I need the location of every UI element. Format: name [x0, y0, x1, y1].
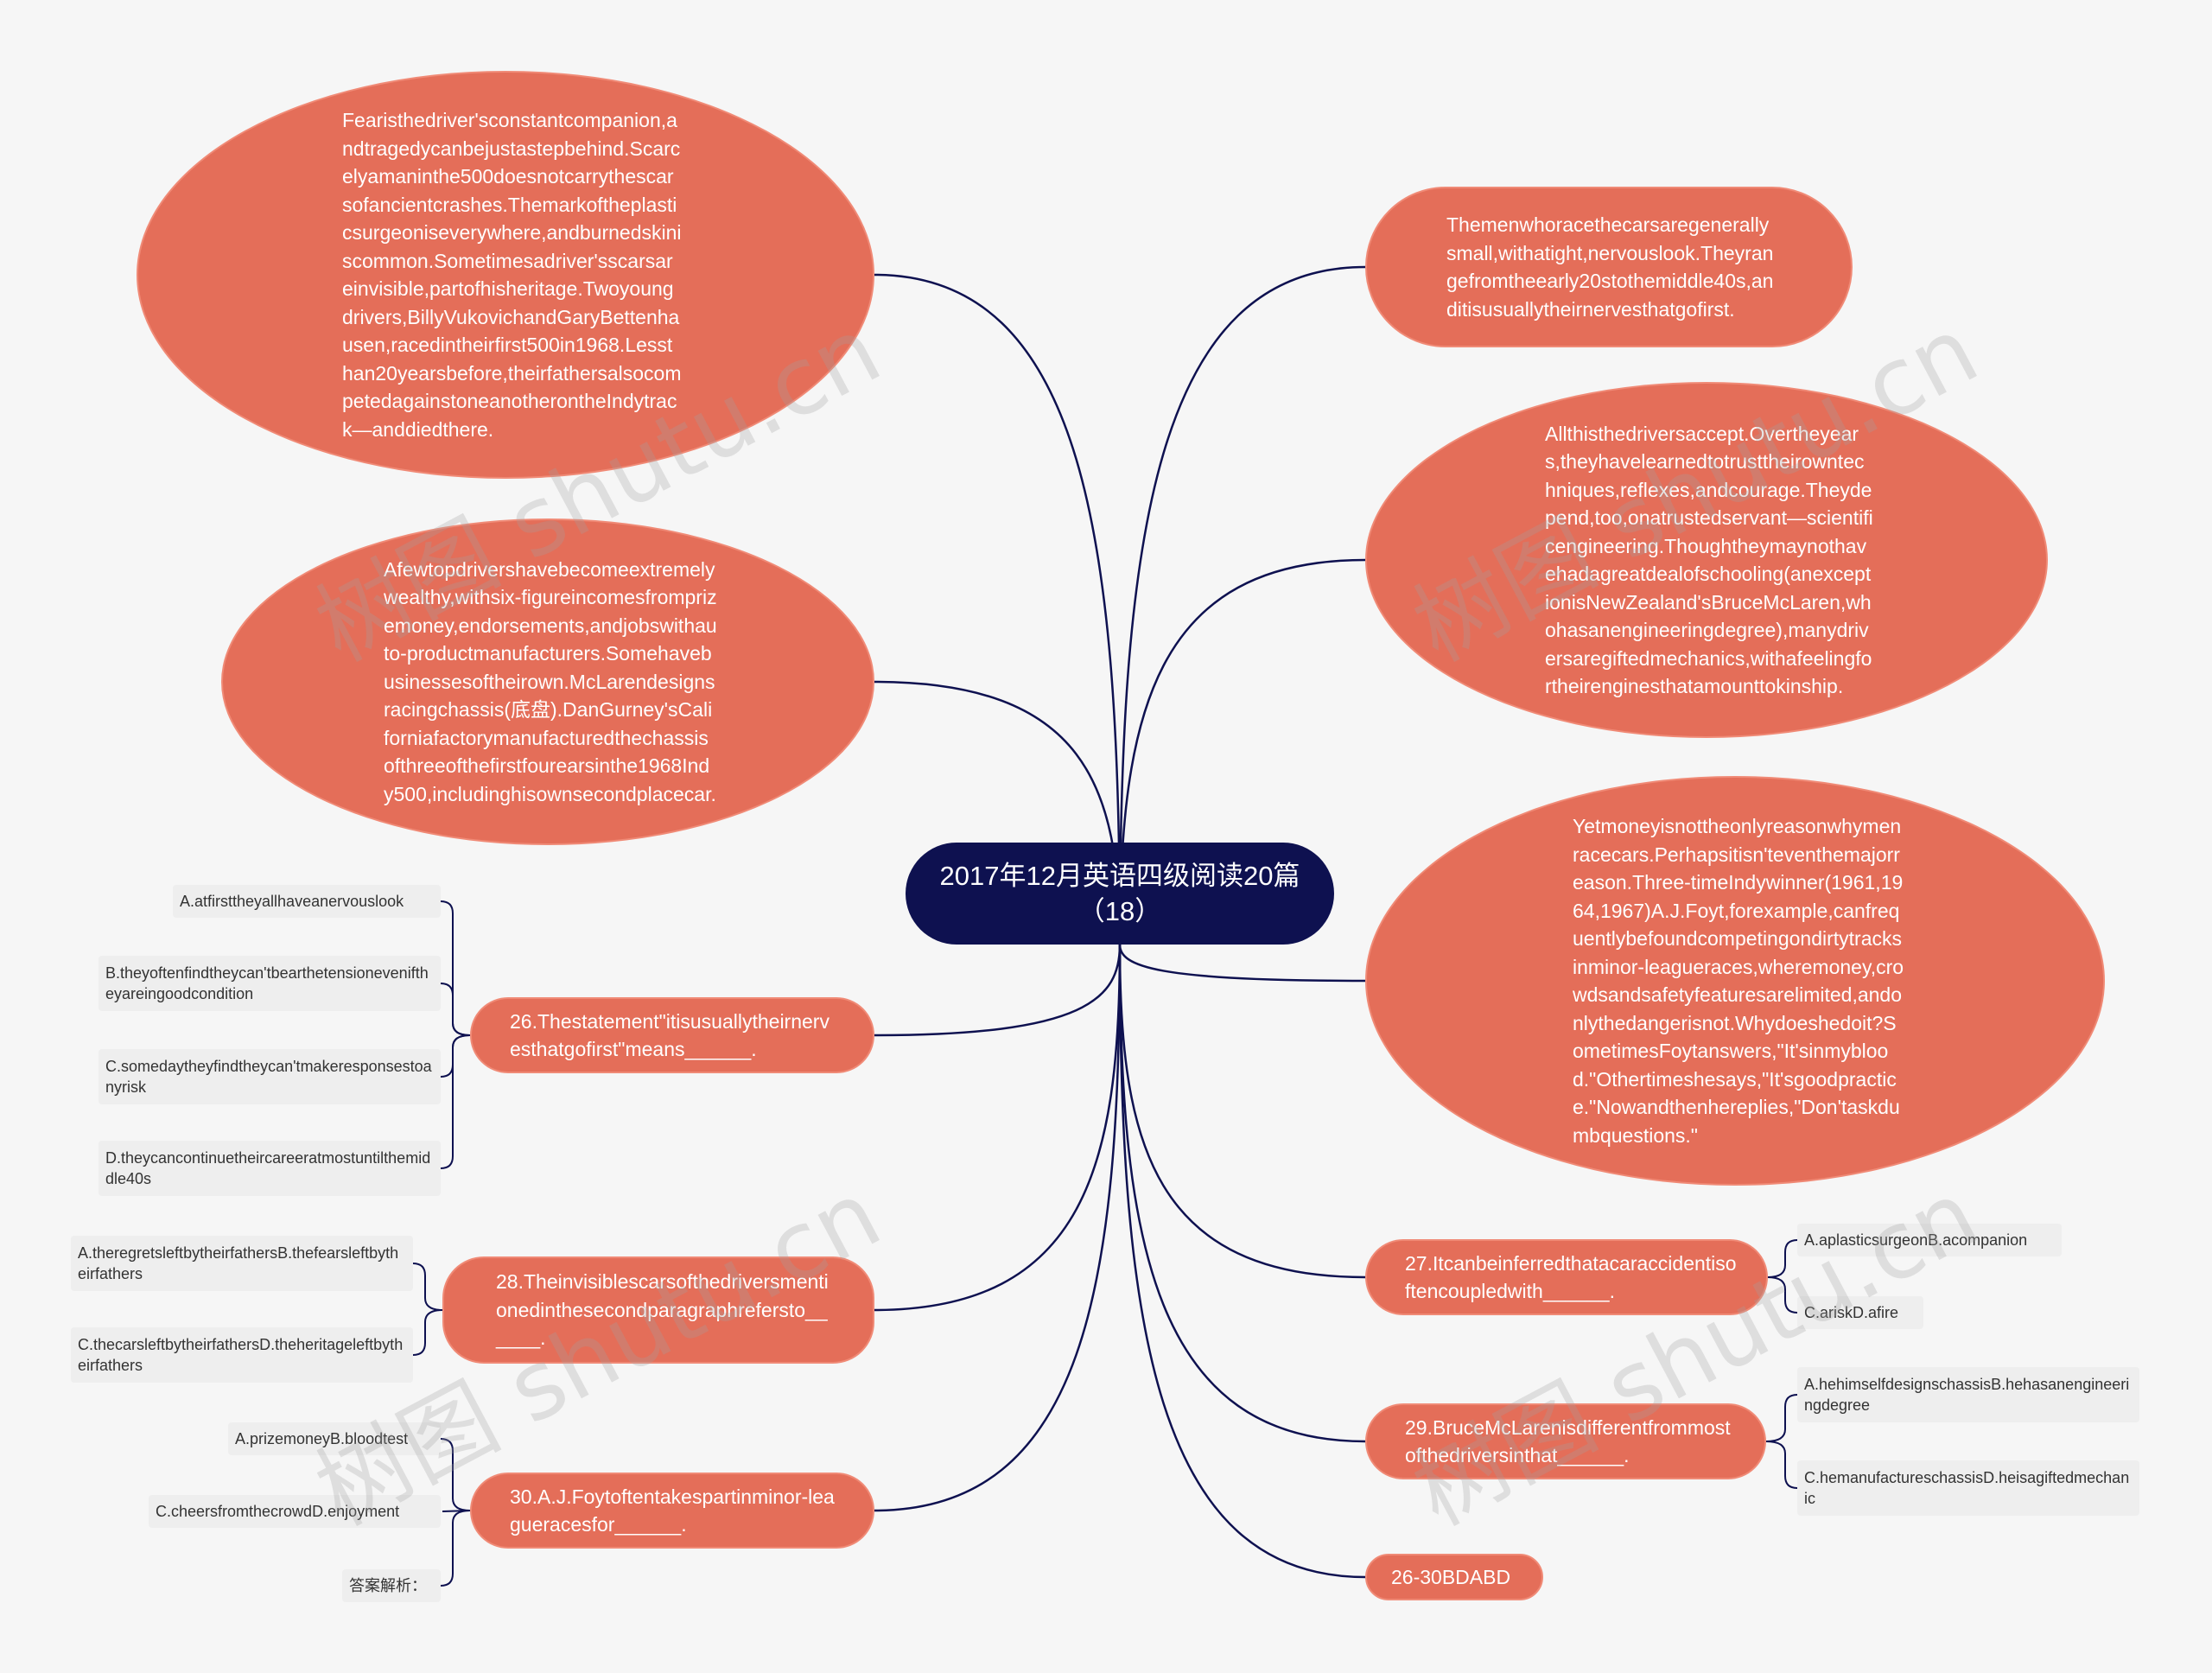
q30-answer-analysis[interactable]: 答案解析： [342, 1569, 441, 1602]
passage-wealthy-text: Afewtopdrivershavebecomeextremelywealthy… [384, 557, 717, 805]
q27-option-ab[interactable]: A.aplasticsurgeonB.acompanion [1797, 1224, 2062, 1256]
link-question-26 [874, 944, 1122, 1037]
question-29-node[interactable]: 29.BruceMcLarenisdifferentfrommostofthed… [1365, 1403, 1766, 1479]
passage-money-text: Yetmoneyisnottheonlyreasonwhymenracecars… [1573, 815, 1904, 1147]
bracket-q26-3 [440, 1034, 471, 1169]
link-question-30 [874, 944, 1122, 1512]
question-26-text: 26.Thestatement"itisusuallytheirnervesth… [510, 1009, 830, 1061]
passage-wealthy-node[interactable]: Afewtopdrivershavebecomeextremelywealthy… [221, 518, 874, 845]
passage-money-node[interactable]: Yetmoneyisnottheonlyreasonwhymenracecars… [1365, 776, 2105, 1186]
q29-option-ab-text: A.hehimselfdesignschassisB.hehasanengine… [1804, 1376, 2130, 1414]
question-30-node[interactable]: 30.A.J.Foytoftentakespartinminor-leaguer… [470, 1473, 874, 1549]
question-28-node[interactable]: 28.Theinvisiblescarsofthedriversmentione… [442, 1256, 874, 1364]
central-topic-title: 2017年12月英语四级阅读20篇（18） [939, 861, 1300, 926]
passage-small-men-node[interactable]: Themenwhoracethecarsaregenerallysmall,wi… [1365, 187, 1853, 347]
q26-option-a-text: A.atfirsttheyallhaveanervouslook [180, 893, 404, 910]
question-27-node[interactable]: 27.Itcanbeinferredthatacaraccidentisofte… [1365, 1239, 1768, 1315]
q28-option-ab[interactable]: A.theregretsleftbytheirfathersB.thefears… [71, 1236, 413, 1291]
q28-option-cd-text: C.thecarsleftbytheirfathersD.theheritage… [78, 1336, 404, 1374]
q28-option-ab-text: A.theregretsleftbytheirfathersB.thefears… [78, 1244, 399, 1282]
link-passage-money [1118, 944, 1366, 983]
q28-option-cd[interactable]: C.thecarsleftbytheirfathersD.theheritage… [71, 1327, 413, 1383]
q26-option-b[interactable]: B.theyoftenfindtheycan'tbearthetensionev… [99, 956, 441, 1011]
q30-option-ab[interactable]: A.prizemoneyB.bloodtest [228, 1422, 441, 1455]
q30-answer-analysis-text: 答案解析： [349, 1577, 427, 1594]
link-passage-fear [874, 273, 1122, 945]
link-question-27 [1118, 944, 1366, 1279]
bracket-q29-1 [1765, 1441, 1798, 1489]
bracket-q26-1 [440, 983, 471, 1036]
bracket-q30-2 [440, 1510, 471, 1587]
passage-small-men-text: Themenwhoracethecarsaregenerallysmall,wi… [1446, 213, 1774, 321]
bracket-q28-0 [412, 1263, 443, 1311]
bracket-q26-2 [440, 1034, 471, 1078]
question-30-text: 30.A.J.Foytoftentakespartinminor-leaguer… [510, 1485, 835, 1536]
link-question-28 [874, 944, 1122, 1312]
bracket-q26-0 [440, 900, 471, 1036]
bracket-q29-0 [1765, 1394, 1798, 1442]
answer-text: 26-30BDABD [1391, 1565, 1511, 1588]
q26-option-c-text: C.somedaytheyfindtheycan'tmakeresponsest… [105, 1058, 432, 1096]
passage-fear-node[interactable]: Fearisthedriver'sconstantcompanion,andtr… [137, 71, 874, 479]
bracket-q28-1 [412, 1309, 443, 1356]
q26-option-b-text: B.theyoftenfindtheycan'tbearthetensionev… [105, 964, 429, 1002]
question-29-text: 29.BruceMcLarenisdifferentfrommostofthed… [1405, 1415, 1731, 1467]
q27-option-ab-text: A.aplasticsurgeonB.acompanion [1804, 1231, 2028, 1249]
link-passage-small-men [1118, 265, 1366, 945]
q26-option-a[interactable]: A.atfirsttheyallhaveanervouslook [173, 885, 441, 918]
question-26-node[interactable]: 26.Thestatement"itisusuallytheirnervesth… [470, 997, 874, 1073]
link-answer [1118, 944, 1366, 1579]
central-topic[interactable]: 2017年12月英语四级阅读20篇（18） [906, 843, 1334, 945]
passage-accept-text: Allthisthedriversaccept.Overtheyears,the… [1545, 422, 1873, 698]
q26-option-c[interactable]: C.somedaytheyfindtheycan'tmakeresponsest… [99, 1049, 441, 1104]
question-27-text: 27.Itcanbeinferredthatacaraccidentisofte… [1405, 1251, 1737, 1303]
q30-option-cd[interactable]: C.cheersfromthecrowdD.enjoyment [149, 1495, 441, 1528]
q29-option-cd-text: C.hemanufactureschassisD.heisagiftedmech… [1804, 1469, 2130, 1507]
passage-fear-text: Fearisthedriver'sconstantcompanion,andtr… [342, 109, 682, 441]
link-question-29 [1118, 944, 1366, 1443]
q26-option-d-text: D.theycancontinuetheircareeratmostuntilt… [105, 1149, 431, 1187]
bracket-q27-0 [1767, 1239, 1798, 1278]
question-28-text: 28.Theinvisiblescarsofthedriversmentione… [496, 1270, 829, 1350]
bracket-q27-1 [1767, 1276, 1798, 1314]
q27-option-cd-text: C.ariskD.afire [1804, 1304, 1899, 1321]
q27-option-cd[interactable]: C.ariskD.afire [1797, 1296, 1923, 1329]
bracket-q30-0 [440, 1438, 471, 1511]
q30-option-ab-text: A.prizemoneyB.bloodtest [235, 1430, 409, 1447]
answer-node[interactable]: 26-30BDABD [1365, 1554, 1543, 1600]
passage-accept-node[interactable]: Allthisthedriversaccept.Overtheyears,the… [1365, 382, 2048, 738]
q30-option-cd-text: C.cheersfromthecrowdD.enjoyment [156, 1503, 400, 1520]
q29-option-cd[interactable]: C.hemanufactureschassisD.heisagiftedmech… [1797, 1460, 2139, 1516]
q26-option-d[interactable]: D.theycancontinuetheircareeratmostuntilt… [99, 1141, 441, 1196]
q29-option-ab[interactable]: A.hehimselfdesignschassisB.hehasanengine… [1797, 1367, 2139, 1422]
